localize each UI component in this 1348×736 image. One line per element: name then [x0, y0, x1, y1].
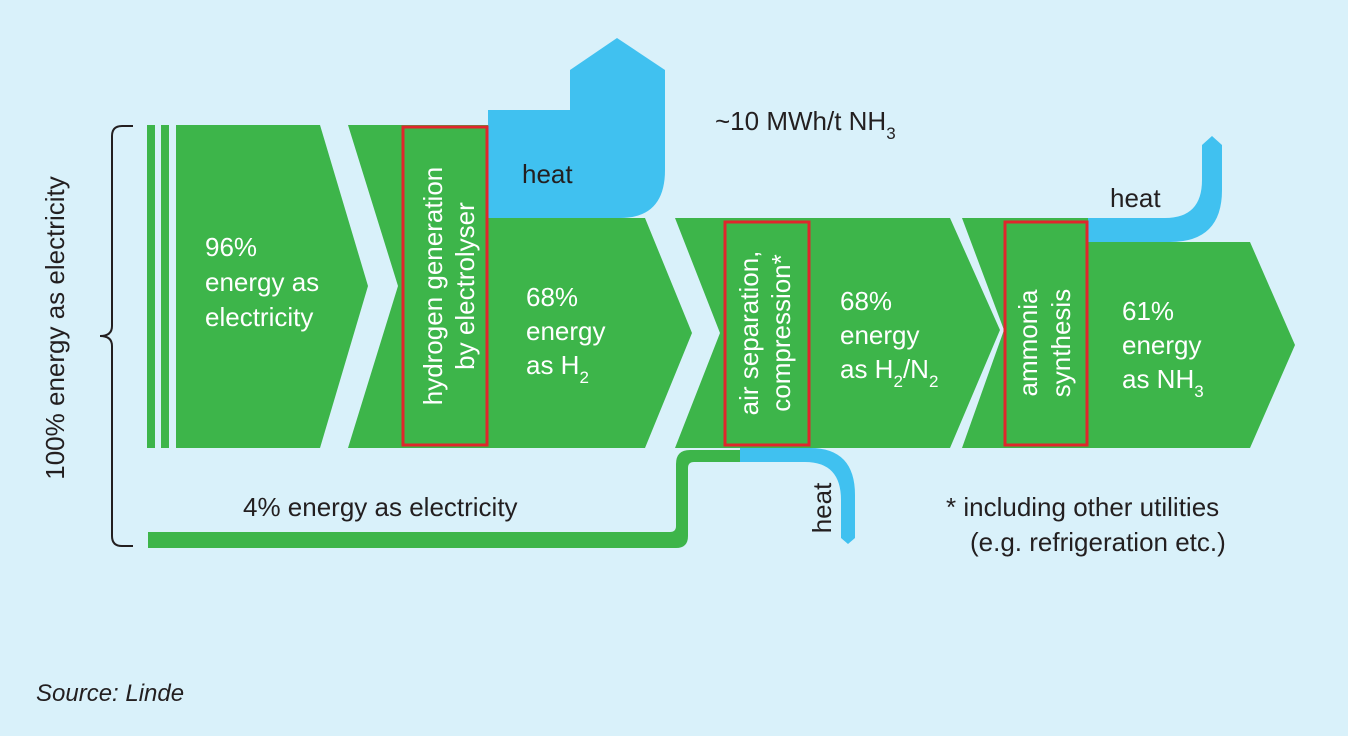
process-box-electrolyser	[401, 125, 489, 447]
input-brace	[99, 125, 133, 547]
stage-label-electricity: electricity	[205, 302, 313, 332]
source-credit: Source: Linde	[36, 680, 184, 707]
process-label-electrolyser: by electrolyser	[450, 202, 480, 370]
heat-label-synthesis: heat	[1110, 183, 1161, 213]
input-total-label: 100% energy as electricity	[40, 176, 70, 479]
stage-label-electricity: energy as	[205, 267, 319, 297]
input-stripe	[176, 125, 180, 448]
stage-label-h2-n2: energy	[840, 320, 920, 350]
stage-label-ammonia: as NH3	[1122, 364, 1204, 401]
process-label-electrolyser: hydrogen generation	[418, 167, 448, 406]
heat-flow-air-separation	[740, 448, 855, 544]
heat-label-electrolyser: heat	[522, 159, 573, 189]
bypass-electricity-label: 4% energy as electricity	[243, 492, 518, 522]
input-stripe	[161, 125, 169, 448]
stage-label-hydrogen: energy	[526, 316, 606, 346]
process-label-ammonia-synthesis: synthesis	[1046, 289, 1076, 397]
input-stripe	[147, 125, 155, 448]
total-energy-label: ~10 MWh/t NH3	[715, 106, 896, 143]
stage-label-h2-n2: as H2/N2	[840, 354, 938, 391]
footnote: (e.g. refrigeration etc.)	[970, 527, 1226, 557]
flow-bypass-electricity	[148, 450, 740, 548]
process-label-air-separation: compression*	[766, 254, 796, 412]
stage-label-electricity: 96%	[205, 232, 257, 262]
process-box-ammonia-synthesis	[1003, 220, 1089, 447]
flow-arrow-hydrogen	[348, 125, 692, 448]
stage-label-h2-n2: 68%	[840, 286, 892, 316]
flow-arrow-electricity	[180, 125, 368, 448]
flow-arrow-ammonia	[962, 218, 1295, 448]
process-label-air-separation: air separation,	[734, 251, 764, 416]
heat-label-air-separation: heat	[807, 482, 837, 533]
stage-label-hydrogen: as H2	[526, 350, 589, 387]
flow-arrow-h2-n2	[675, 218, 1000, 448]
process-label-ammonia-synthesis: ammonia	[1013, 289, 1043, 396]
process-box-air-separation	[723, 220, 811, 447]
heat-flow-synthesis	[1088, 136, 1222, 242]
stage-label-ammonia: energy	[1122, 330, 1202, 360]
stage-label-hydrogen: 68%	[526, 282, 578, 312]
heat-flow-electrolyser	[488, 38, 665, 218]
footnote: * including other utilities	[946, 492, 1219, 522]
stage-label-ammonia: 61%	[1122, 296, 1174, 326]
